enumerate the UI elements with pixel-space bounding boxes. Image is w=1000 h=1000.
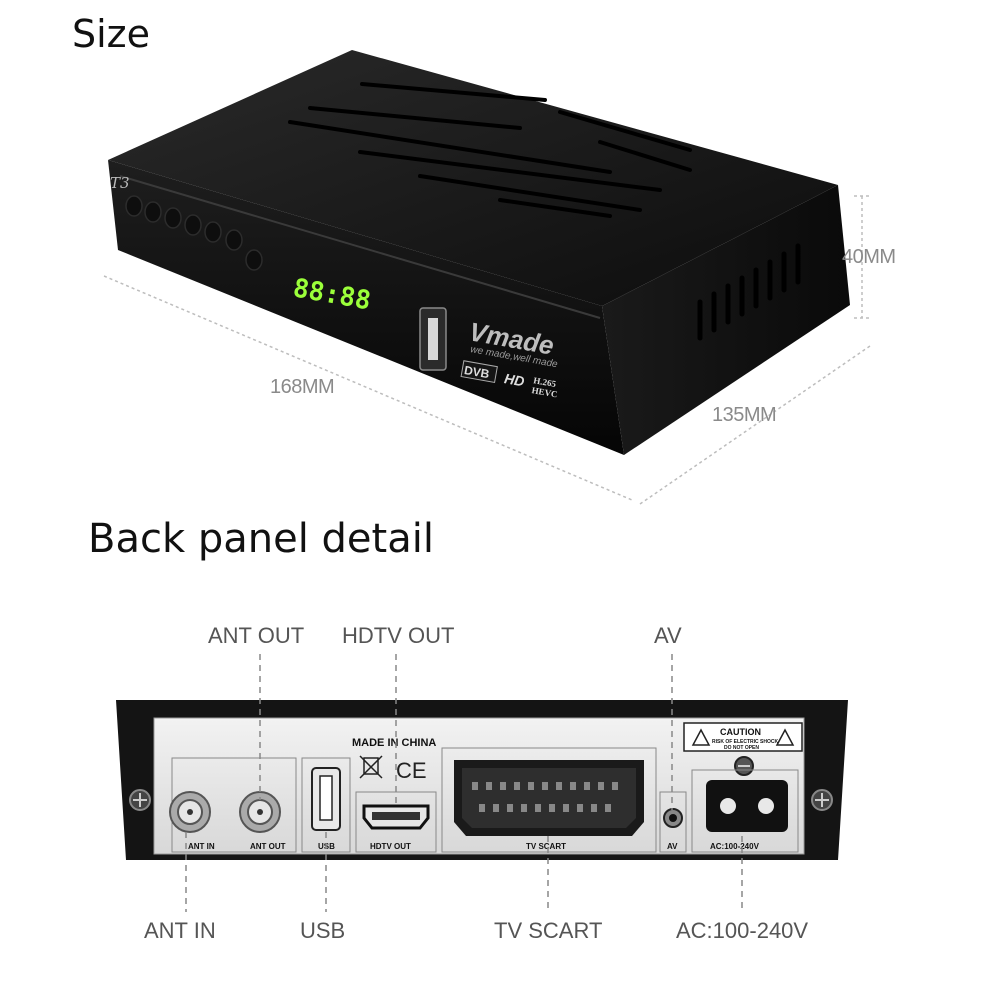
svg-text:DO NOT OPEN: DO NOT OPEN [724,745,759,751]
front-button-1 [125,195,143,217]
side-vents [697,243,801,341]
front-button-2 [144,201,162,223]
scart-frame [441,747,657,853]
callout-av: AV [654,623,682,648]
svg-text:RISK OF ELECTRIC SHOCK: RISK OF ELECTRIC SHOCK [712,739,779,745]
callout-tv-scart: TV SCART [494,918,603,943]
front-button-6 [225,229,243,251]
callout-ant-out: ANT OUT [208,623,305,648]
callout-ant-in: ANT IN [144,918,216,943]
size-heading: Size [72,12,151,56]
callout-usb: USB [300,918,346,943]
top-vents [288,82,692,218]
front-button-5 [204,221,222,243]
made-in-label: MADE IN CHINA [352,737,436,749]
callout-leaders [185,654,743,912]
av-port-label: AV [667,842,678,851]
h265-logo: H.265 [533,375,558,389]
ce-mark: CE [396,758,427,783]
ac-power-socket [706,780,788,832]
callout-ac-power: AC:100-240V [676,918,809,943]
length-dimension-label: 168MM [270,376,335,398]
warning-triangle-icon [775,728,795,746]
svg-text:CAUTION: CAUTION [720,727,761,737]
scart-port [454,760,644,836]
model-badge: T3 [110,174,130,192]
front-button-7 [245,249,263,271]
weee-bin-icon [359,755,383,779]
certification-logos: DVB HD H.265 HEVC [460,360,558,399]
back-panel: MADE IN CHINA CE CAUTION RISK OF ELECTRI… [116,700,848,860]
set-top-box-3d: T3 88:88 Vmade we made,well made DVB HD … [108,50,850,455]
front-button-3 [164,207,182,229]
depth-dimension-line [639,345,871,505]
depth-dimension-label: 135MM [712,404,777,426]
height-dimension-label: 40MM [842,246,896,268]
warning-triangle-icon [691,728,711,746]
usb-port [311,767,341,831]
front-button-4 [184,214,202,236]
dvb-logo: DVB [463,363,491,381]
ant-in-port-label: ANT IN [188,842,215,851]
callout-hdtv-out: HDTV OUT [342,623,455,648]
side-screws [129,789,833,811]
ac-port-label: AC:100-240V [710,842,760,851]
back-panel-heading: Back panel detail [88,516,434,562]
hevc-logo: HEVC [531,385,558,399]
hdmi-port-label: HDTV OUT [370,842,411,851]
usb-frame [301,757,351,853]
caution-label: CAUTION RISK OF ELECTRIC SHOCK DO NOT OP… [683,722,803,752]
hd-logo: HD [503,370,526,389]
scart-port-label: TV SCART [526,842,566,851]
ant-in-port [169,791,211,833]
hdmi-port [362,804,430,830]
box-top-surface [108,50,838,306]
av-port [663,808,683,828]
front-buttons [125,195,263,271]
dimension-lines [103,195,871,505]
front-usb-port [419,307,447,371]
av-frame [659,791,687,853]
power-frame [691,769,799,853]
ant-out-port-label: ANT OUT [250,842,286,851]
